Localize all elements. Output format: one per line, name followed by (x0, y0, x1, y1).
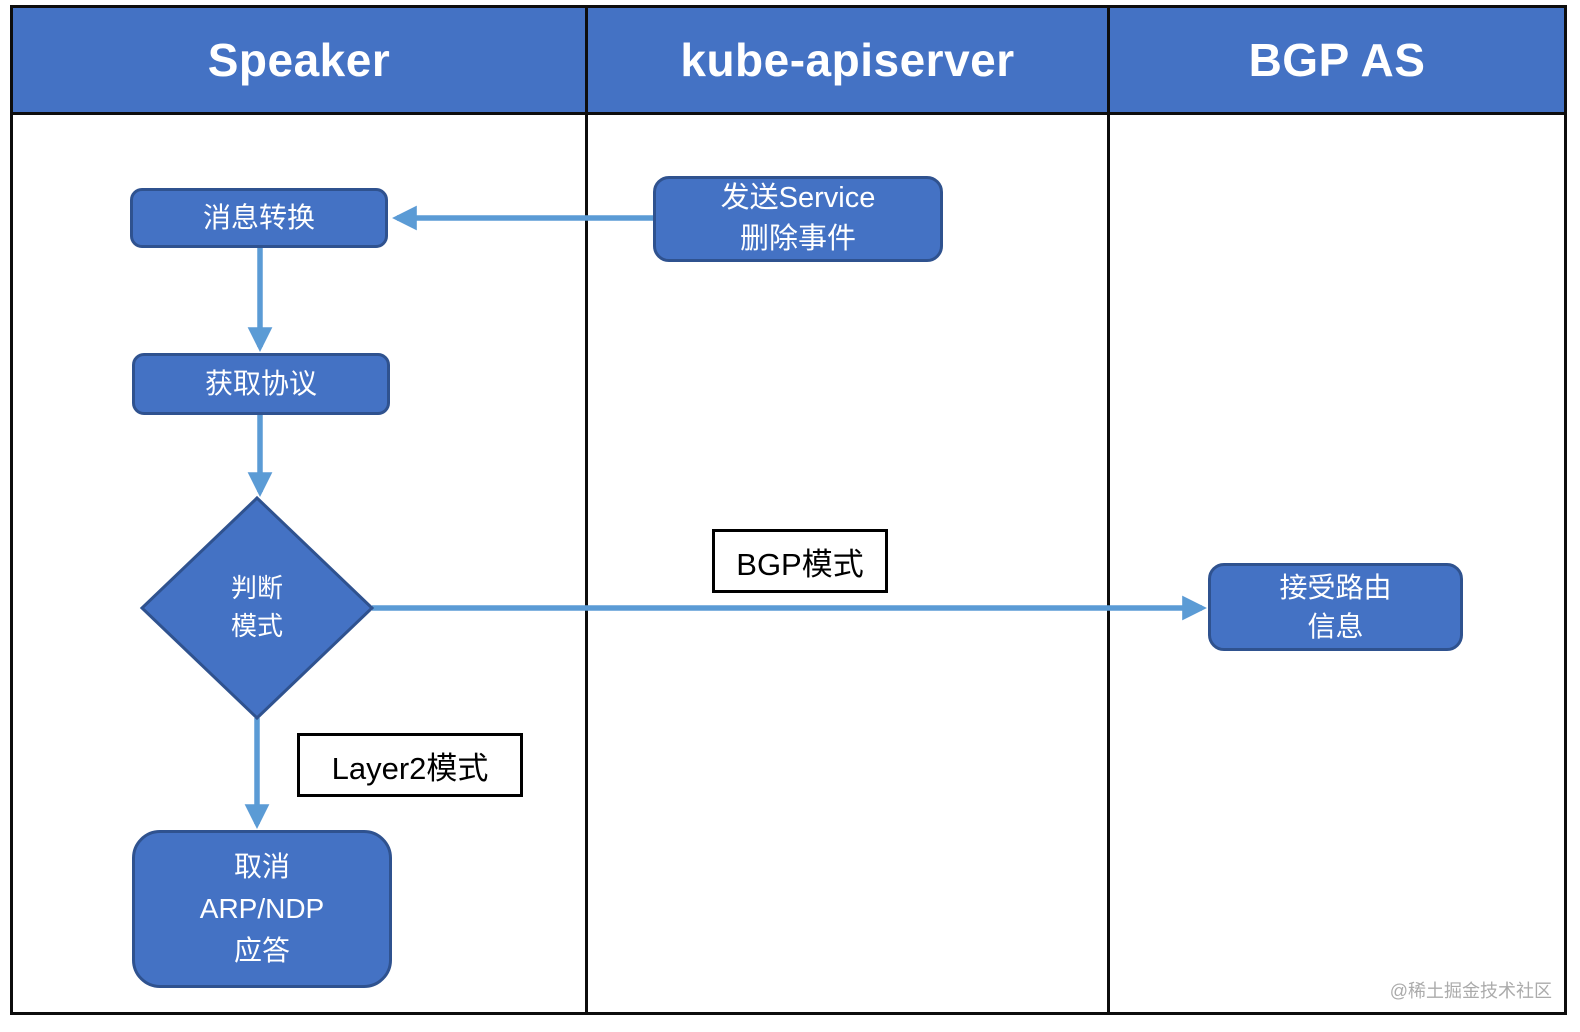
node-send-service-delete-event: 发送Service 删除事件 (653, 176, 943, 262)
swimlane-flowchart: Speaker kube-apiserver BGP AS 消息转换 发送Ser… (10, 5, 1567, 1015)
node-accept-route-info: 接受路由 信息 (1208, 563, 1463, 651)
node-get-protocol: 获取协议 (132, 353, 390, 415)
column-header-bgp-as: BGP AS (1248, 34, 1426, 86)
column-header-speaker: Speaker (207, 34, 391, 86)
column-divider-1 (585, 8, 588, 1012)
edge-label-layer2-mode: Layer2模式 (297, 733, 523, 797)
connector-layer (139, 205, 1207, 829)
judge-mode-diamond (139, 495, 375, 721)
node-message-convert: 消息转换 (130, 188, 388, 248)
edge-label-bgp-mode: BGP模式 (712, 529, 888, 593)
column-divider-2 (1107, 8, 1110, 1012)
column-header-kube-apiserver: kube-apiserver (680, 34, 1015, 86)
header-row (13, 8, 1564, 115)
node-judge-mode-label: 判断 模式 (230, 573, 283, 641)
node-cancel-arp-ndp-reply: 取消 ARP/NDP 应答 (132, 830, 392, 988)
watermark: @稀土掘金技术社区 (1389, 981, 1552, 1001)
